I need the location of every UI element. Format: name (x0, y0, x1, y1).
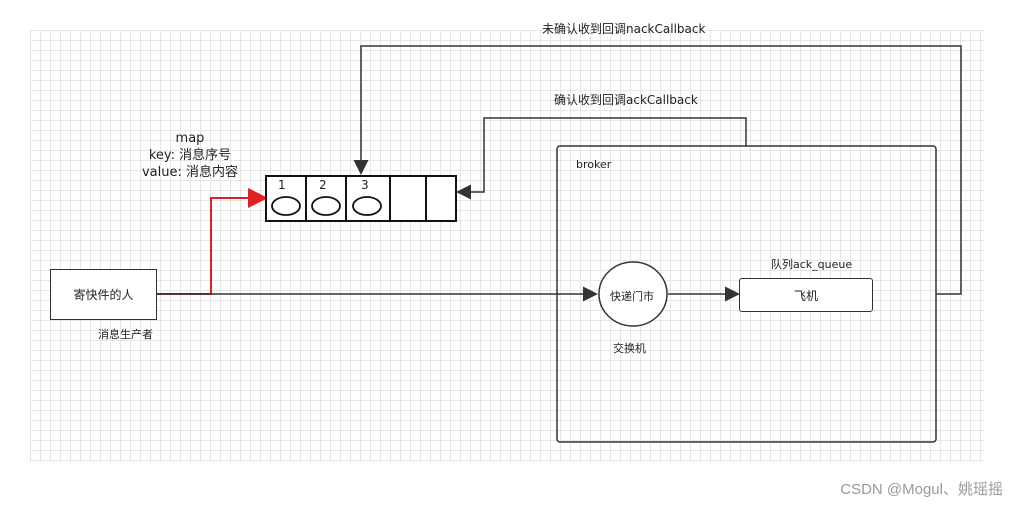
producer-label: 寄快件的人 (73, 288, 134, 302)
exchange-caption: 交换机 (613, 342, 646, 355)
grid-canvas (30, 30, 985, 462)
producer-caption: 消息生产者 (98, 328, 153, 341)
produce-to-map-arrow (157, 188, 268, 295)
nack-callback-label: 未确认收到回调nackCallback (542, 22, 706, 36)
producer-box: 寄快件的人 (50, 269, 157, 320)
map-slot-1-value (271, 196, 301, 216)
map-label: map key: 消息序号 value: 消息内容 (120, 130, 260, 181)
ack-callback-arrow (456, 117, 747, 200)
nack-callback-arrow (353, 45, 962, 295)
queue-box: 飞机 (739, 278, 873, 312)
map-slot-2-key: 2 (319, 178, 327, 192)
map-slot-1-key: 1 (278, 178, 286, 192)
map-label-value: value: 消息内容 (141, 165, 239, 180)
watermark: CSDN @Mogul、姚瑶摇 (840, 481, 1003, 498)
exchange-circle (598, 261, 668, 327)
map-label-key: key: 消息序号 (148, 148, 232, 163)
exchange-label: 快递门市 (610, 290, 654, 303)
map-slot-3-value (352, 196, 382, 216)
ack-callback-label: 确认收到回调ackCallback (554, 93, 698, 107)
queue-caption: 队列ack_queue (771, 258, 853, 271)
broker-box (556, 145, 937, 443)
broker-label: broker (576, 158, 612, 171)
queue-label: 飞机 (793, 288, 818, 303)
map-label-title: map (175, 131, 205, 146)
map-slot-2-value (311, 196, 341, 216)
map-slot-3-key: 3 (361, 178, 369, 192)
